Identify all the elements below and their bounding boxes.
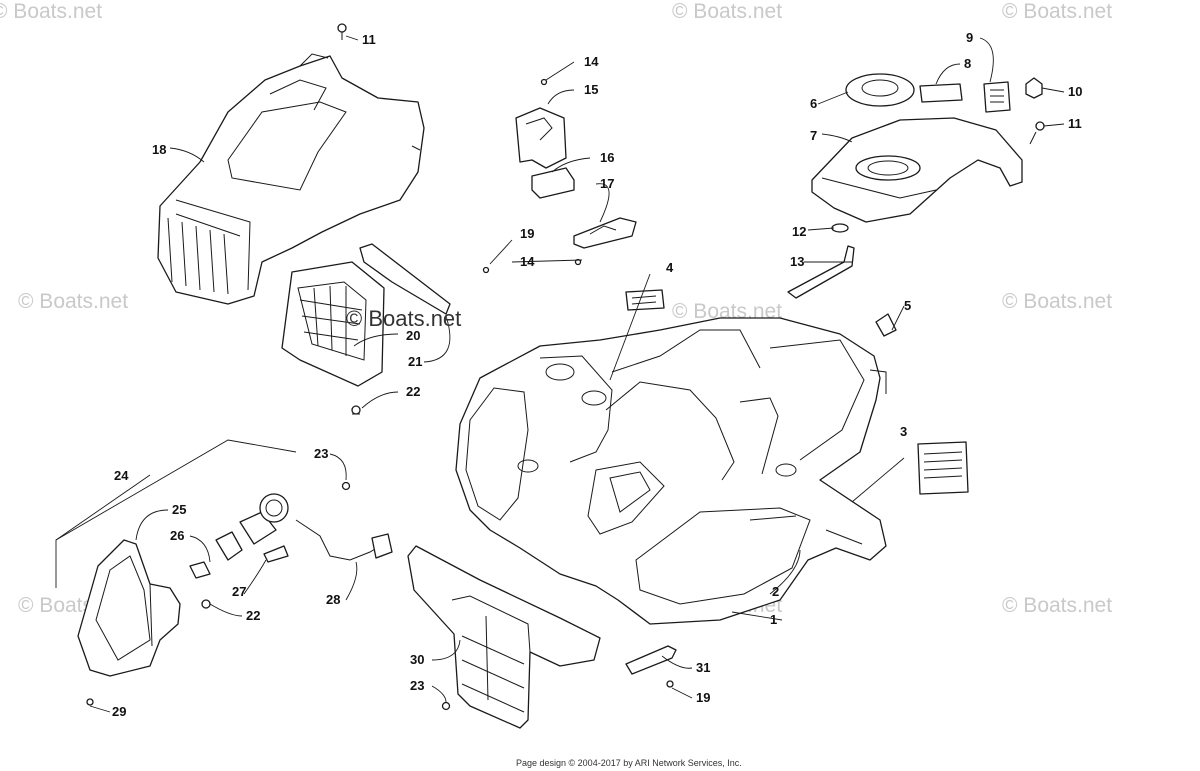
callout-14-mid: 14 bbox=[520, 254, 535, 269]
callout-23-lower: 23 bbox=[410, 678, 424, 693]
callout-3: 3 bbox=[900, 424, 907, 439]
watermark-top-left: © Boats.net bbox=[0, 0, 102, 23]
callout-25: 25 bbox=[172, 502, 186, 517]
watermark-bottom-right: © Boats.net bbox=[1002, 594, 1112, 617]
callout-9: 9 bbox=[966, 30, 973, 45]
callout-21: 21 bbox=[408, 354, 422, 369]
front-body-part[interactable] bbox=[455, 317, 887, 625]
callout-24: 24 bbox=[114, 468, 129, 483]
callout-2: 2 bbox=[772, 584, 779, 599]
callout-10: 10 bbox=[1068, 84, 1082, 99]
watermark-mid-left: © Boats.net bbox=[18, 290, 128, 313]
callout-22-upper: 22 bbox=[406, 384, 420, 399]
callout-15: 15 bbox=[584, 82, 598, 97]
callout-13: 13 bbox=[790, 254, 804, 269]
page-footer: Page design © 2004-2017 by ARI Network S… bbox=[516, 758, 742, 768]
clip-5-part[interactable] bbox=[875, 313, 897, 337]
screw-11-left[interactable] bbox=[337, 23, 347, 40]
watermark-mid-right: © Boats.net bbox=[1002, 290, 1112, 313]
top-right-small-parts[interactable] bbox=[845, 73, 1045, 145]
callout-17: 17 bbox=[600, 176, 614, 191]
callout-22-lower: 22 bbox=[246, 608, 260, 623]
callout-4: 4 bbox=[666, 260, 674, 275]
callout-11-right: 11 bbox=[1068, 116, 1082, 131]
watermark-center-dark: © Boats.net bbox=[346, 306, 461, 331]
headlight-lens-part[interactable] bbox=[281, 261, 385, 387]
rear-cover-part[interactable] bbox=[811, 117, 1023, 223]
callout-6: 6 bbox=[810, 96, 817, 111]
leader-lines bbox=[55, 35, 1065, 713]
callout-31: 31 bbox=[696, 660, 710, 675]
callout-1: 1 bbox=[770, 612, 777, 627]
callout-18: 18 bbox=[152, 142, 166, 157]
push-rivet-22-upper[interactable] bbox=[351, 405, 361, 415]
watermark-top-right: © Boats.net bbox=[1002, 0, 1112, 23]
group-bracket-24 bbox=[55, 439, 297, 588]
callout-20: 20 bbox=[406, 328, 420, 343]
callout-26: 26 bbox=[170, 528, 184, 543]
callout-8: 8 bbox=[964, 56, 971, 71]
callouts: 11 18 14 15 16 17 19 14 20 21 22 23 24 2… bbox=[112, 30, 1082, 719]
callout-19-top: 19 bbox=[520, 226, 534, 241]
callout-11-left: 11 bbox=[362, 32, 376, 47]
small-parts-center[interactable] bbox=[482, 78, 637, 274]
front-bumper-part[interactable] bbox=[407, 545, 601, 729]
watermark-top-center: © Boats.net bbox=[672, 0, 782, 23]
callout-19-bottom: 19 bbox=[696, 690, 710, 705]
callout-5: 5 bbox=[904, 298, 911, 313]
callout-7: 7 bbox=[810, 128, 817, 143]
callout-29: 29 bbox=[112, 704, 126, 719]
callout-23-upper: 23 bbox=[314, 446, 328, 461]
bottom-fasteners[interactable] bbox=[441, 680, 674, 711]
callout-14-top: 14 bbox=[584, 54, 599, 69]
bracket-plate-part[interactable] bbox=[359, 243, 451, 315]
callout-30: 30 bbox=[410, 652, 424, 667]
hood-grille bbox=[167, 217, 229, 295]
headlight-assembly[interactable] bbox=[77, 481, 393, 706]
front-hood-part[interactable] bbox=[157, 53, 425, 305]
callout-12: 12 bbox=[792, 224, 806, 239]
label-3-part[interactable] bbox=[917, 441, 969, 495]
callout-16: 16 bbox=[600, 150, 614, 165]
trim-31-part[interactable] bbox=[625, 645, 677, 675]
label-4-part[interactable] bbox=[625, 289, 665, 311]
callout-28: 28 bbox=[326, 592, 340, 607]
watermark-mid-center: © Boats.net bbox=[672, 300, 782, 323]
callout-27: 27 bbox=[232, 584, 246, 599]
